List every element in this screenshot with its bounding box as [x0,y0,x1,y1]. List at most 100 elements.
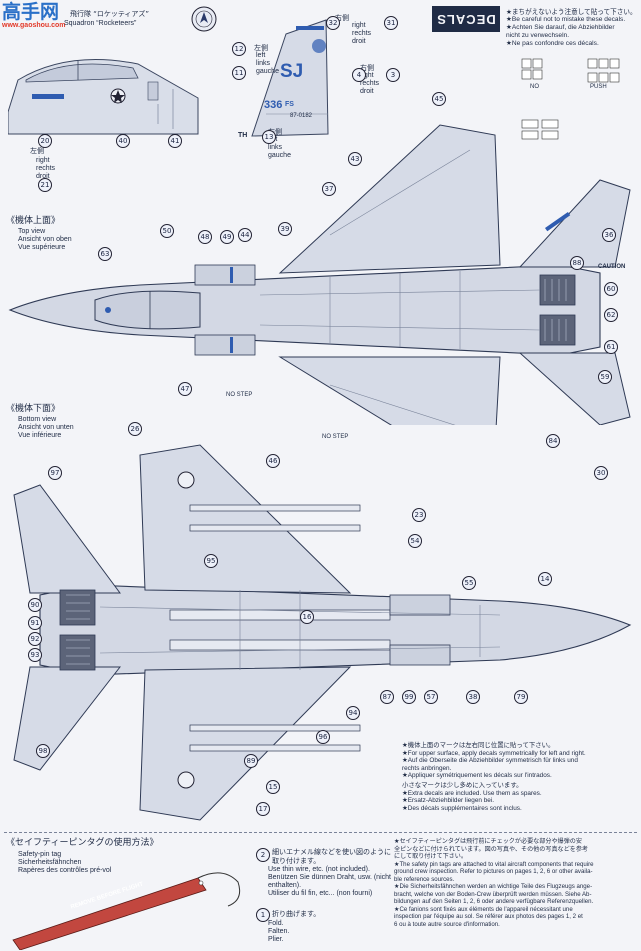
safety-tag-illustration [12,872,241,950]
tail-right-1: right [352,22,366,29]
callout-95: 95 [204,554,218,568]
callout-37: 37 [322,182,336,196]
extra-note-line: ★Extra decals are included. Use them as … [402,789,542,797]
callout-55: 55 [462,576,476,590]
tail-right-jp: 右側 [335,14,349,22]
callout-90: 90 [28,598,42,612]
safety-step1-line: Plier. [268,936,284,943]
tail-left-3: gauche [256,68,279,75]
callout-87: 87 [380,690,394,704]
safety-pin-label-fr: Rapères des contrôles pré-vol [18,867,112,874]
callout-50: 50 [160,224,174,238]
push-marking: PUSH [590,84,607,90]
safety-step2-jp: 細いエナメル線などを使い図のように [272,848,391,856]
spare-decal-thumbnails [521,58,620,140]
tail-right-2-2: rechts [360,80,380,87]
tail-right-2-1: right [360,72,374,79]
callout-36: 36 [602,228,616,242]
callout-84: 84 [546,434,560,448]
tail-right-2: rechts [352,30,372,37]
callout-79: 79 [514,690,528,704]
safety-step1-jp: 折り曲げます。 [272,910,321,918]
callout-23: 23 [412,508,426,522]
tail-right-2-3: droit [360,88,374,95]
callout-11: 11 [232,66,246,80]
safety-step-1: 1 [256,908,270,922]
tail-left-2-2: links [268,144,283,151]
callout-14: 14 [538,572,552,586]
top-view-title-jp: 《機体上面》 [6,216,61,226]
canopy-side-view [8,59,199,135]
watermark-url: www.gaoshou.com [2,22,66,29]
tail-right-jp-2: 右側 [360,64,374,72]
section-divider [4,832,637,833]
extra-note-line: ★Ersatz-Abziehbilder liegen bei. [402,797,495,805]
safety-note-line: ground crew inspection. Refer to picture… [394,868,593,875]
no-step-marking-2: NO STEP [322,434,349,440]
top-view-label-en: Top view [18,228,46,235]
tail-serial: 87-0182 [290,113,313,119]
bottom-view-label-fr: Vue inférieure [18,432,62,439]
bottom-view-label-de: Ansicht von unten [18,424,74,431]
safety-note-jp: ★セイフティーピンタグは飛行前にチェックが必要な部分や爆弾の安 [394,838,582,845]
callout-54: 54 [408,534,422,548]
no-step-marking: NO STEP [226,392,253,398]
tail-right-3: droit [352,38,366,45]
safety-note-line: bracht, welche von der Boden-Crew überpr… [394,890,592,898]
cockpit-right-3: droit [36,173,50,180]
upper-note-line: rechts anbringen. [402,764,452,772]
aircraft-top-view [8,124,631,425]
note-line: ★Achten Sie darauf, die Abziehbilder [506,24,615,31]
safety-note-line: ★Ce fanions sont fixés aux éléments de l… [394,905,573,913]
callout-39: 39 [278,222,292,236]
callout-15: 15 [266,780,280,794]
safety-pin-note: ★セイフティーピンタグは飛行前にチェックが必要な部分や爆弾の安 全ピンなどに付け… [394,838,638,928]
callout-89: 89 [244,754,258,768]
callout-38: 38 [466,690,480,704]
safety-note-line: inspection par l'équipe au sol. Se référ… [394,913,583,920]
callout-31: 31 [384,16,398,30]
safety-step1-line: Falten. [268,928,290,935]
extra-note-line: ★Des décals supplémentaires sont inclus. [402,804,522,812]
upper-note-line: ★Appliquer symétriquement les décals sur… [402,772,552,780]
tail-fin-view [251,19,329,137]
aircraft-bottom-view [13,444,632,821]
tail-fs-number: 336 [264,99,283,111]
safety-step2-jp2: 取り付けます。 [272,857,321,865]
cockpit-left-jp: 左側 [30,147,44,155]
callout-46: 46 [266,454,280,468]
tail-left-2: links [256,60,271,67]
safety-step2-line: Benützen Sie dünnen Draht, usw. (nicht [268,874,391,881]
note-line: ★Be careful not to mistake these decals. [506,16,626,23]
cockpit-right-2: rechts [36,165,56,172]
tail-fs-suffix: FS [285,101,294,108]
callout-30: 30 [594,466,608,480]
upper-note-line: ★For upper surface, apply decals symmetr… [402,749,586,757]
callout-48: 48 [198,230,212,244]
callout-97: 97 [48,466,62,480]
no-marking: NO [530,84,539,90]
callout-40: 40 [116,134,130,148]
callout-96: 96 [316,730,330,744]
callout-17: 17 [256,802,270,816]
safety-note-line: bildungen auf den Seiten 1, 2, 6 oder an… [394,898,594,905]
upper-note-line: ★Auf die Oberseite die Abziehbilder symm… [402,757,578,765]
callout-12: 12 [232,42,246,56]
bottom-view-title-jp: 《機体下面》 [6,404,61,414]
callout-49: 49 [220,230,234,244]
top-view-label-de: Ansicht von oben [18,236,72,243]
callout-60: 60 [604,282,618,296]
notes-block: ★まちがえないよう注意して貼って下さい。 ★Be careful not to … [506,8,638,48]
tail-code: SJ [280,61,304,82]
note-line: ★Ne pas confondre ces décals. [506,40,599,47]
squadron-patch-icon [191,6,217,32]
note-line: nicht zu verwechseln. [506,32,570,39]
cockpit-right-1: right [36,157,50,164]
safety-step1-line: Fold. [268,920,284,927]
callout-99: 99 [402,690,416,704]
callout-62: 62 [604,308,618,322]
top-view-label-fr: Vue supérieure [18,244,66,251]
extra-note-jp: 小さなマークは少し多めに入っています。 [402,780,523,789]
callout-98: 98 [36,744,50,758]
